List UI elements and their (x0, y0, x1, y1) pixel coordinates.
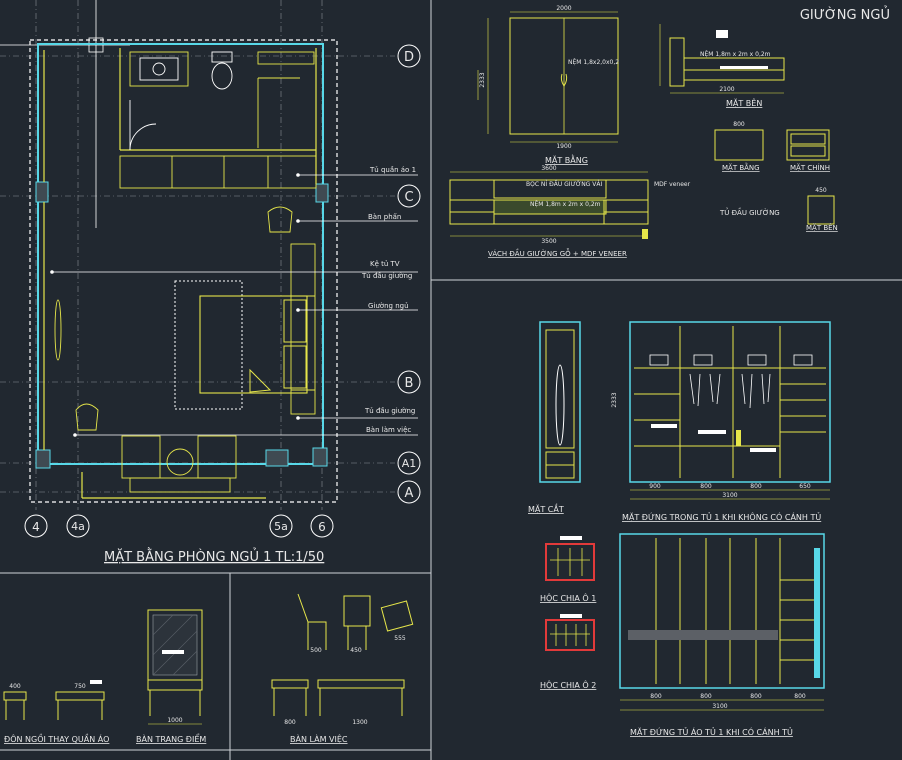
nightstand-view-side: MẶT BÊN (806, 223, 838, 232)
wardrobe-outer-elevation: 800 800 800 800 3100 MẶT ĐỨNG TỦ ÁO TỦ 1… (619, 533, 825, 738)
headboard-note-2: MDF veneer (654, 181, 691, 188)
outer-total-width: 3100 (712, 703, 727, 710)
desk-label: BÀN LÀM VIỆC (290, 733, 348, 745)
nightstand-view-plan: MẶT BẰNG (722, 162, 760, 172)
inner-dim-4: 650 (799, 483, 811, 490)
callout-nightstand-2: Tủ đầu giường (364, 407, 415, 415)
outer-dim-4: 800 (794, 693, 806, 700)
nightstand-dim-1: 800 (733, 121, 745, 128)
callout-wardrobe: Tủ quần áo 1 (369, 166, 416, 174)
headboard-note-3: NỆM 1,8m x 2m x 0,2m (530, 200, 601, 208)
nightstand-view-front: MẶT CHÍNH (790, 163, 830, 172)
wardrobe-inner-elevation: 900 800 800 650 3100 2333 MẶT ĐỨNG TRONG… (611, 321, 831, 523)
wardrobe-section: MẶT CẮT (528, 321, 581, 515)
axis-6: 6 (318, 520, 326, 534)
stool-elevation: 400 750 ĐÔN NGỒI THAY QUẦN ÁO (3, 680, 109, 744)
stool-label: ĐÔN NGỒI THAY QUẦN ÁO (4, 732, 109, 744)
desk-dim-1: 800 (284, 719, 296, 726)
plan-title: MẶT BẰNG PHÒNG NGỦ 1 TL:1/50 (104, 548, 324, 565)
axis-4: 4 (32, 520, 40, 534)
bed-side-length: 2100 (719, 86, 734, 93)
bed-side-note: NỆM 1,8m x 2m x 0,2m (700, 50, 771, 58)
callout-tv-console: Kệ tủ TV (370, 260, 400, 268)
bed-top-view: 2000 1900 2333 NỆM 1,8x2,0x0,2 MẶT BẰNG (477, 5, 619, 166)
bathroom (129, 51, 315, 151)
drawer-details: HỘC CHIA Ô 1 HỘC CHIA Ô 2 (540, 536, 596, 690)
inner-total-width: 3100 (722, 492, 737, 499)
wardrobe-outer-label: MẶT ĐỨNG TỦ ÁO TỦ 1 KHI CÓ CÁNH TỦ (630, 726, 793, 738)
outer-dim-2: 800 (700, 693, 712, 700)
callout-vanity: Bàn phấn (368, 213, 401, 221)
bed-top-label: MẶT BẰNG (545, 153, 588, 166)
vanity-elevation: 1000 BÀN TRANG ĐIỂM (136, 609, 206, 744)
nightstand-dim-2: 450 (815, 187, 827, 194)
callout-nightstand-1: Tủ đầu giường (361, 272, 412, 280)
drawer-1-label: HỘC CHIA Ô 1 (540, 592, 596, 603)
headboard-label: VÁCH ĐẦU GIƯỜNG GỖ + MDF VENEER (488, 248, 627, 258)
axis-a1: A1 (402, 457, 417, 470)
wardrobe-section-label: MẶT CẮT (528, 502, 564, 515)
inner-height: 2333 (611, 392, 618, 407)
nightstand-title: TỦ ĐẦU GIƯỜNG (719, 207, 780, 217)
desk-dim-chair-3: 555 (394, 635, 406, 642)
axis-c: C (404, 190, 413, 205)
headboard-top-dim: 3600 (541, 165, 556, 172)
headboard-note-1: BỌC NỈ ĐẦU GIƯỜNG VẢI (526, 180, 602, 188)
bed-side-view: NỆM 1,8m x 2m x 0,2m 2100 MẶT BÊN (659, 24, 785, 109)
axis-4a: 4a (71, 520, 85, 533)
inner-dim-3: 800 (750, 483, 762, 490)
nightstand-views: 800 450 MẶT BẰNG MẶT CHÍNH MẶT BÊN TỦ ĐẦ… (714, 121, 838, 232)
wardrobe-inner-label: MẶT ĐỨNG TRONG TỦ 1 KHI KHÔNG CÓ CÁNH TỦ (622, 511, 821, 523)
desk-dim-2: 1300 (352, 719, 367, 726)
callout-bed: Giường ngủ (368, 302, 409, 310)
headboard-bottom-dim: 3500 (541, 238, 556, 245)
bed-top-width: 2000 (556, 5, 571, 12)
desk-dim-chair-1: 500 (310, 647, 322, 654)
inner-dim-1: 900 (649, 483, 661, 490)
sheet-title: GIƯỜNG NGỦ (800, 6, 890, 23)
plan-bed (174, 280, 308, 410)
stool-dim-1: 400 (9, 683, 21, 690)
vanity-dim: 1000 (167, 717, 182, 724)
desk-dim-chair-2: 450 (350, 647, 362, 654)
headboard-elevation: 3600 3500 BỌC NỈ ĐẦU GIƯỜNG VẢI MDF vene… (449, 165, 691, 258)
bed-top-height: 2333 (479, 72, 486, 87)
callout-desk: Bàn làm việc (366, 426, 411, 434)
axis-5a: 5a (274, 520, 288, 533)
bed-top-mattress-note: NỆM 1,8x2,0x0,2 (568, 58, 619, 66)
vanity-label: BÀN TRANG ĐIỂM (136, 732, 206, 744)
bed-side-label: MẶT BÊN (726, 97, 762, 109)
outer-dim-3: 800 (750, 693, 762, 700)
drawer-2-label: HỘC CHIA Ô 2 (540, 679, 596, 690)
axis-d: D (404, 50, 414, 65)
floor-plan: Tủ quần áo 1 Bàn phấn Kệ tủ TV Tủ đầu gi… (0, 0, 421, 565)
bed-top-depth: 1900 (556, 143, 571, 150)
outer-dim-1: 800 (650, 693, 662, 700)
axis-a: A (405, 486, 414, 501)
desk-elevation: 500 450 555 800 1300 BÀN LÀM VIỆC (271, 593, 414, 745)
axis-b: B (405, 376, 414, 391)
stool-dim-2: 750 (74, 683, 86, 690)
inner-dim-2: 800 (700, 483, 712, 490)
